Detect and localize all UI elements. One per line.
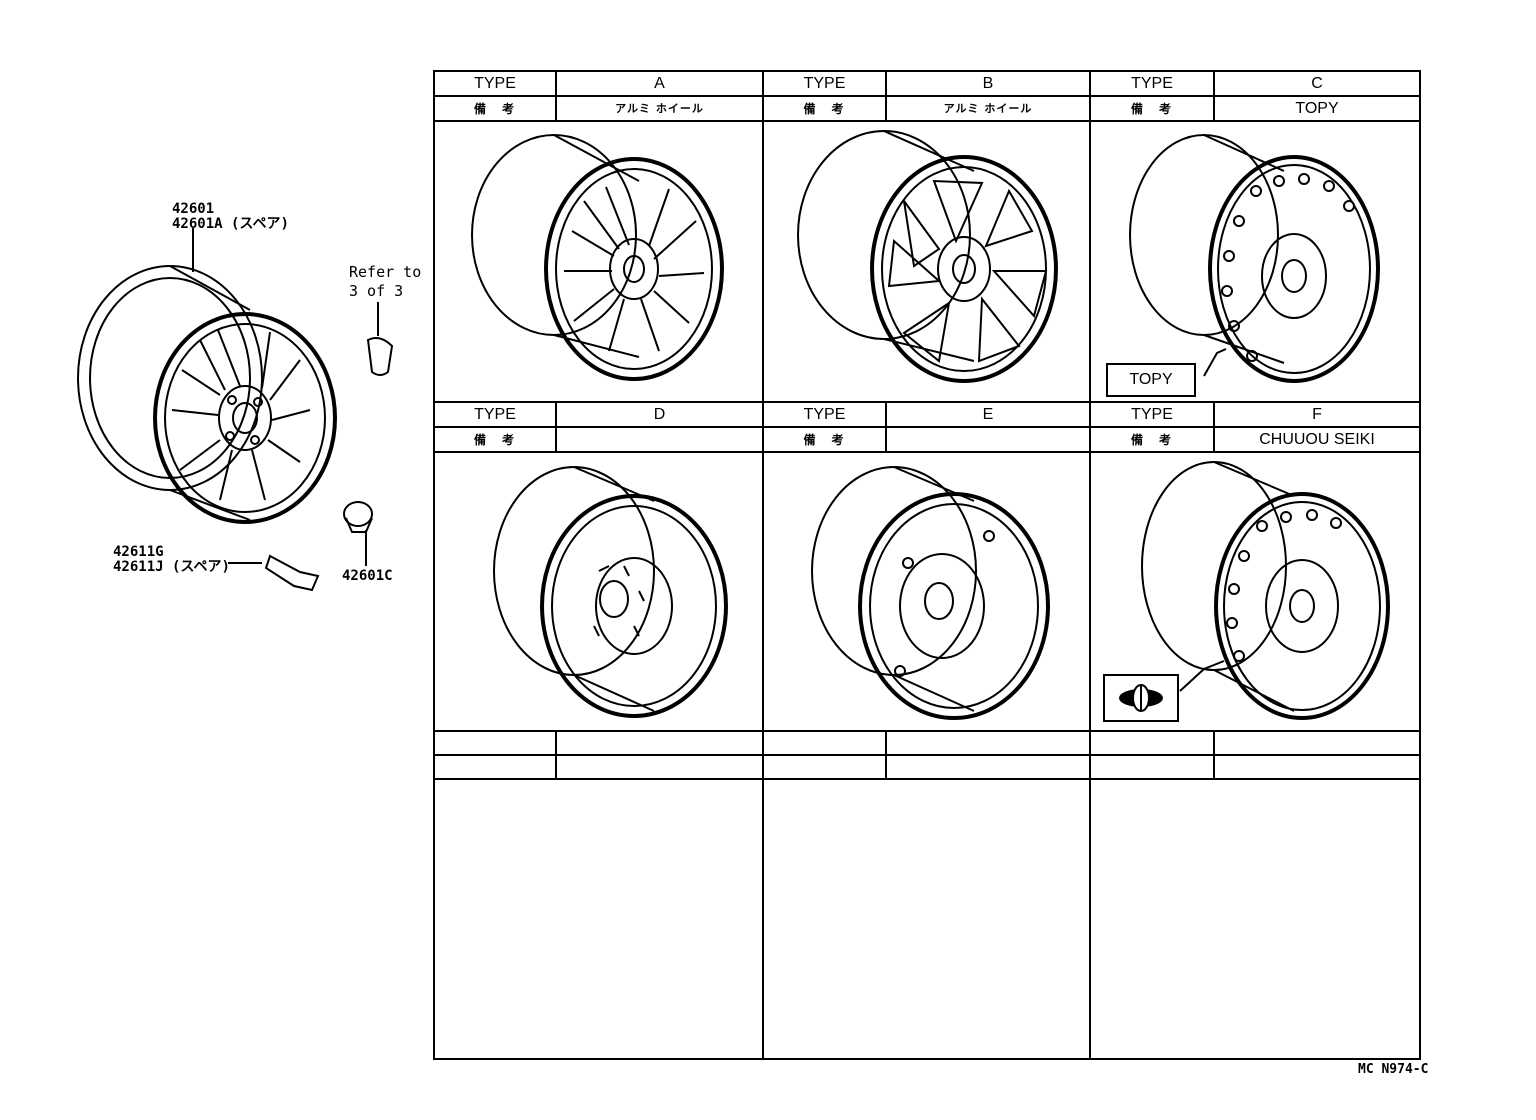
wheel-f-lead-line xyxy=(1179,660,1225,692)
col-a-type-value: A xyxy=(654,74,665,92)
col-d-remarks-label: 備 考 xyxy=(473,432,516,447)
main-wheel-drawing xyxy=(77,228,337,524)
wheel-d-drawing xyxy=(493,466,728,718)
valve-stem-drawing xyxy=(228,554,320,592)
col-d-remarks-value xyxy=(556,427,763,452)
refer-line-1: Refer to xyxy=(349,263,422,281)
table-grid xyxy=(433,70,1421,1060)
wheel-part-number-1: 42601 xyxy=(172,201,215,217)
col-f-remarks-label: 備 考 xyxy=(1130,432,1173,447)
col-e-remarks-value xyxy=(886,427,1090,452)
wheel-c-drawing xyxy=(1129,134,1380,383)
col-c-type-value: C xyxy=(1311,74,1323,92)
wheel-c-lead-line xyxy=(1203,348,1227,377)
col-e-type-label: TYPE xyxy=(803,405,846,423)
wheel-part-number-2: 42601A (スペア) xyxy=(172,216,289,232)
col-e-type-value: E xyxy=(982,405,994,423)
col-c-remarks-value: TOPY xyxy=(1295,99,1339,117)
wheel-a-drawing xyxy=(471,134,724,381)
wheel-b-drawing xyxy=(797,130,1058,383)
col-f-type-value: F xyxy=(1312,405,1322,423)
wheel-e-drawing xyxy=(811,466,1050,720)
col-b-type-value: B xyxy=(982,74,994,92)
col-b-remarks-label: 備 考 xyxy=(803,101,846,116)
diagram-code: MC N974-C xyxy=(1358,1062,1429,1077)
balance-weight-drawing xyxy=(366,302,394,376)
topy-badge: TOPY xyxy=(1106,363,1196,397)
chuuou-seiki-logo-badge xyxy=(1103,674,1179,722)
col-f-remarks-value: CHUUOU SEIKI xyxy=(1259,430,1375,448)
col-c-type-label: TYPE xyxy=(1131,74,1173,92)
valve-part-number-2: 42611J (スペア) xyxy=(113,559,230,575)
col-f-type-label: TYPE xyxy=(1131,405,1173,423)
hub-nut-part-number: 42601C xyxy=(342,568,393,584)
col-b-remarks-value: アルミ ホイール xyxy=(943,101,1033,115)
wheel-f-drawing xyxy=(1141,461,1390,720)
col-a-remarks-value: アルミ ホイール xyxy=(615,101,704,115)
hub-nut-drawing xyxy=(343,501,373,566)
col-a-remarks-label: 備 考 xyxy=(473,101,516,116)
col-b-type-label: TYPE xyxy=(803,74,846,92)
col-d-type-value: D xyxy=(653,405,666,423)
refer-line-2: 3 of 3 xyxy=(349,282,404,300)
wheel-type-table: TYPE A TYPE B TYPE C 備 考 アルミ ホイール 備 考 アル… xyxy=(433,70,1421,1060)
col-d-type-label: TYPE xyxy=(474,405,516,423)
col-a-type-label: TYPE xyxy=(474,74,516,92)
col-c-remarks-label: 備 考 xyxy=(1130,101,1173,116)
col-e-remarks-label: 備 考 xyxy=(803,432,846,447)
valve-part-number-1: 42611G xyxy=(113,544,164,560)
